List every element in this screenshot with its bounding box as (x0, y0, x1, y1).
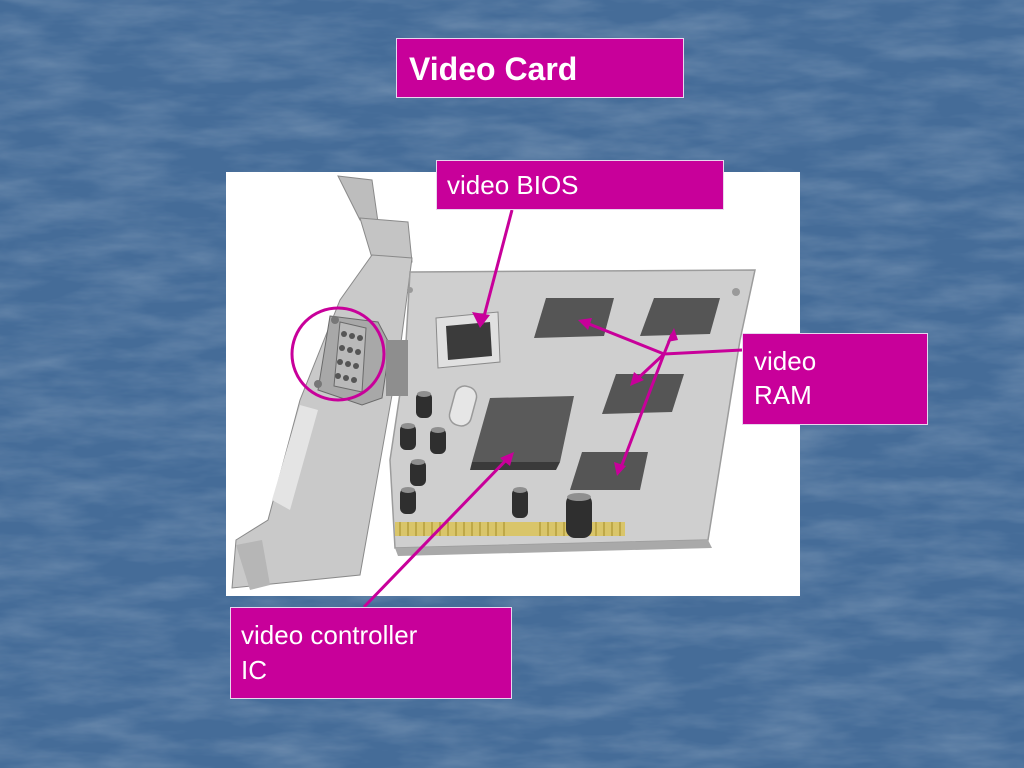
video-bios-label-box: video BIOS (436, 160, 724, 210)
video-ram-label-box: video RAM (742, 333, 928, 425)
slide-title: Video Card (409, 51, 578, 87)
video-controller-label-box: video controller IC (230, 607, 512, 699)
video-ram-label-line2: RAM (754, 380, 812, 410)
video-controller-chip (470, 396, 574, 470)
capacitors (400, 392, 592, 538)
callout-arrowheads (472, 312, 678, 476)
video-ram-chips (534, 298, 720, 490)
video-controller-label-line1: video controller (241, 620, 418, 650)
title-box: Video Card (396, 38, 684, 98)
video-ram-label-line1: video (754, 346, 817, 376)
callout-lines (290, 209, 743, 609)
vga-port-highlight-circle (290, 306, 386, 402)
video-bios-label: video BIOS (447, 170, 579, 200)
bios-chip (435, 311, 501, 369)
oval-connector (448, 385, 478, 427)
video-controller-label-line2: IC (241, 655, 267, 685)
